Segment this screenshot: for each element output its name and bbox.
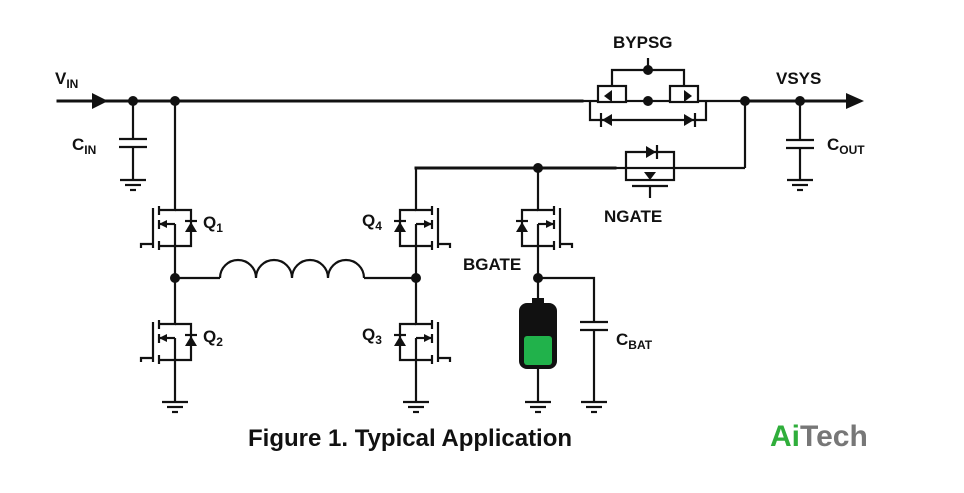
cbat-capacitor [578,320,610,414]
bypsg-label: BYPSG [613,33,673,52]
cin-capacitor [117,101,149,192]
vin-rail [56,93,584,109]
bgate-label: BGATE [463,255,521,274]
ngate-label: NGATE [604,207,662,226]
q3-label: Q3 [362,325,382,347]
q3-mosfet [392,258,452,414]
inductor [175,258,416,280]
vsys-rail [680,93,864,170]
q2-label: Q2 [203,327,223,349]
bgate-mosfet [514,168,596,322]
ngate-mosfet [615,145,680,198]
aitech-logo: AiTech [770,420,868,453]
vin-label: VIN [55,69,78,91]
cout-capacitor [784,101,816,192]
cout-label: COUT [827,135,865,157]
q4-mosfet [392,168,452,260]
figure-caption: Figure 1. Typical Application [248,425,572,452]
battery [519,298,557,414]
cin-label: CIN [72,135,96,157]
vsys-label: VSYS [776,69,821,88]
q1-label: Q1 [203,213,223,235]
q4-label: Q4 [362,211,382,233]
q2-mosfet [139,258,199,414]
vmid-rail [414,163,617,173]
cbat-label: CBAT [616,330,653,352]
bypass-mosfet-pair [582,58,745,127]
q1-mosfet [139,101,199,260]
